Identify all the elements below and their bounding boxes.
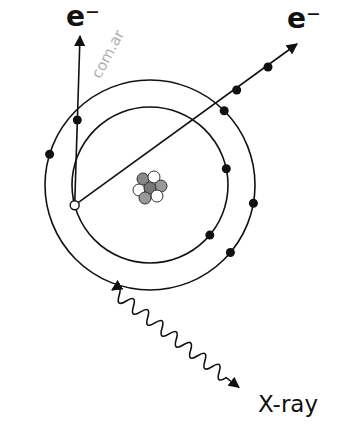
- x-ray-wave: [108, 285, 242, 392]
- electrons: [45, 63, 272, 258]
- electron-label: e⁻: [287, 4, 321, 35]
- nucleus: [133, 171, 167, 204]
- watermark: com.ar: [89, 27, 128, 81]
- electron-label: e⁻: [66, 2, 100, 33]
- vacancy: [70, 201, 79, 210]
- x-ray-label: X-ray: [258, 392, 318, 417]
- electron-shells: [45, 80, 255, 290]
